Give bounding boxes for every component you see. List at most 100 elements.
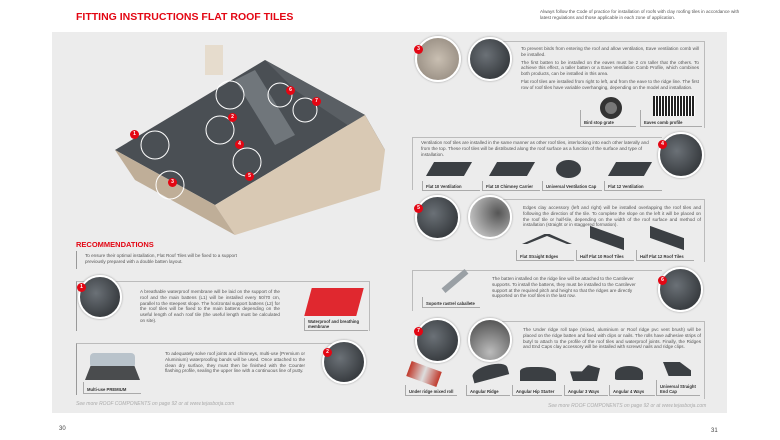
s4-product: Flat 12 Ventilation (604, 181, 662, 191)
multiuse-label: Multi-use PREMIUM (87, 387, 127, 392)
page-number-right: 31 (711, 428, 718, 434)
s4-product: Universal Ventilation Cap (542, 181, 602, 191)
s7-ridge-image (415, 318, 460, 363)
code-note: Always follow the Code of practice for i… (540, 9, 740, 20)
s7-product: Angular Ridge (466, 385, 510, 396)
s7-product-label: Universal Straight End Cap (660, 384, 696, 394)
s3-product: Eaves comb profile (640, 110, 702, 127)
angular-4ways-image (615, 366, 643, 380)
band-roll-image (90, 353, 135, 368)
s4-product-label: Universal Ventilation Cap (546, 184, 597, 189)
eaves-comb-image (653, 96, 695, 116)
s7-product-label: Angular 3 Ways (568, 389, 600, 394)
s4-product: Flat 10 Chimney Carrier (482, 181, 540, 191)
s6-box (412, 270, 662, 311)
s7-product-label: Under ridge mixed roll (409, 389, 454, 394)
membrane-product: Waterproof and breathing membrane (304, 318, 368, 331)
s3-paragraph: Flat roof tiles are installed from right… (521, 78, 699, 90)
hip-starter-image (520, 367, 556, 381)
s7-product-label: Angular Ridge (470, 389, 499, 394)
roof-marker-1: 1 (130, 130, 139, 139)
roof-marker-5: 5 (245, 172, 254, 181)
roof-marker-7: 7 (312, 97, 321, 106)
recommendations-heading: RECOMMENDATIONS (76, 240, 154, 249)
s6-badge: 6 (658, 276, 667, 285)
step1-box (76, 281, 370, 331)
bird-stop-image (600, 97, 622, 119)
marker-circle (205, 115, 235, 145)
roof-marker-2: 2 (228, 113, 237, 122)
chimney-detail-image (322, 340, 366, 384)
footer-right-link[interactable]: See more ROOF COMPONENTS on page 92 or a… (548, 403, 707, 409)
s7-product-label: Angular 4 Ways (613, 389, 645, 394)
intro-text: To ensure their optimal installation, Fl… (85, 253, 237, 264)
step1-text: A breathable waterproof membrane will be… (140, 289, 280, 323)
s5-edge-image (415, 195, 460, 240)
step2-badge: 2 (323, 348, 332, 357)
brick-wall (215, 115, 385, 235)
step1-badge: 1 (77, 283, 86, 292)
step2-box (76, 343, 338, 395)
s5-product: Half Flat 10 Roof Tiles (576, 250, 634, 261)
s4-box (412, 137, 662, 190)
s6-product-label: Soporte rastrel caballete (426, 301, 475, 306)
s7-product: Angular Hip Starter (512, 385, 562, 396)
s6-text: The batten installed on the ridge line w… (492, 276, 636, 299)
s4-product-label: Flat 10 Ventilation (426, 184, 462, 189)
marker-circle (155, 170, 185, 200)
page-title: FITTING INSTRUCTIONS FLAT ROOF TILES (76, 11, 294, 23)
page-number-left: 30 (59, 426, 66, 432)
step2-text: To adequately solve roof joints and chim… (165, 351, 305, 374)
s4-text: Ventilation roof tiles are installed in … (421, 140, 649, 157)
s3-product: Bird stop grate (580, 110, 636, 127)
multiuse-product: Multi-use PREMIUM (83, 382, 141, 394)
s7-product: Angular 3 Ways (564, 385, 608, 396)
s7-product: Universal Straight End Cap (656, 380, 700, 396)
intro-box: To ensure their optimal installation, Fl… (76, 251, 256, 269)
end-cap-image (663, 362, 691, 376)
roof-marker-4: 4 (235, 140, 244, 149)
s3-text: To prevent birds from entering the roof … (521, 46, 699, 91)
s3-product-label: Eaves comb profile (644, 120, 683, 125)
s7-badge: 7 (414, 327, 423, 336)
s3-badge: 3 (414, 45, 423, 54)
gable-wall (115, 150, 235, 235)
s4-vent-image (658, 132, 704, 178)
s5-box (502, 199, 705, 262)
s7-product: Angular 4 Ways (609, 385, 655, 396)
marker-circle (140, 130, 170, 160)
roof-slope-left (115, 60, 365, 205)
s6-product: Soporte rastrel caballete (422, 297, 480, 308)
membrane-label: Waterproof and breathing membrane (308, 319, 360, 329)
s3-box (502, 41, 705, 128)
s6-ridge-image (658, 267, 703, 312)
battens-detail-image (78, 275, 122, 319)
s4-product: Flat 10 Ventilation (422, 181, 480, 191)
chimney-carrier-image (488, 162, 536, 176)
roof-marker-6: 6 (286, 86, 295, 95)
vent-cap-image (556, 160, 581, 178)
s3-paragraph: To prevent birds from entering the roof … (521, 46, 699, 57)
s7-product: Under ridge mixed roll (405, 385, 457, 396)
s5-side-image (468, 195, 512, 239)
s7-box (502, 321, 705, 399)
marker-circle (267, 82, 293, 108)
roof-illustration (115, 45, 385, 235)
s7-product-label: Angular Hip Starter (516, 389, 555, 394)
s3-product-label: Bird stop grate (584, 120, 614, 125)
s3-comb-image (468, 37, 512, 81)
exposed-battens (235, 70, 295, 145)
s5-badge: 5 (414, 204, 423, 213)
footer-left-link[interactable]: See more ROOF COMPONENTS on page 92 or a… (76, 401, 235, 407)
s7-section-image (468, 318, 512, 362)
s3-eave-image (415, 36, 461, 82)
flat10-vent-image (425, 162, 473, 176)
s4-product-label: Flat 10 Chimney Carrier (486, 184, 534, 189)
s5-product: Half Flat 12 Roof Tiles (636, 250, 694, 261)
s5-product-label: Flat Straight Edges (520, 254, 559, 259)
s5-product: Flat Straight Edges (516, 250, 574, 261)
content-panel (52, 32, 727, 413)
s4-product-label: Flat 12 Ventilation (608, 184, 644, 189)
marker-circle (292, 97, 318, 123)
s7-text: The Under ridge roll tape (mixed, alumin… (523, 327, 701, 350)
